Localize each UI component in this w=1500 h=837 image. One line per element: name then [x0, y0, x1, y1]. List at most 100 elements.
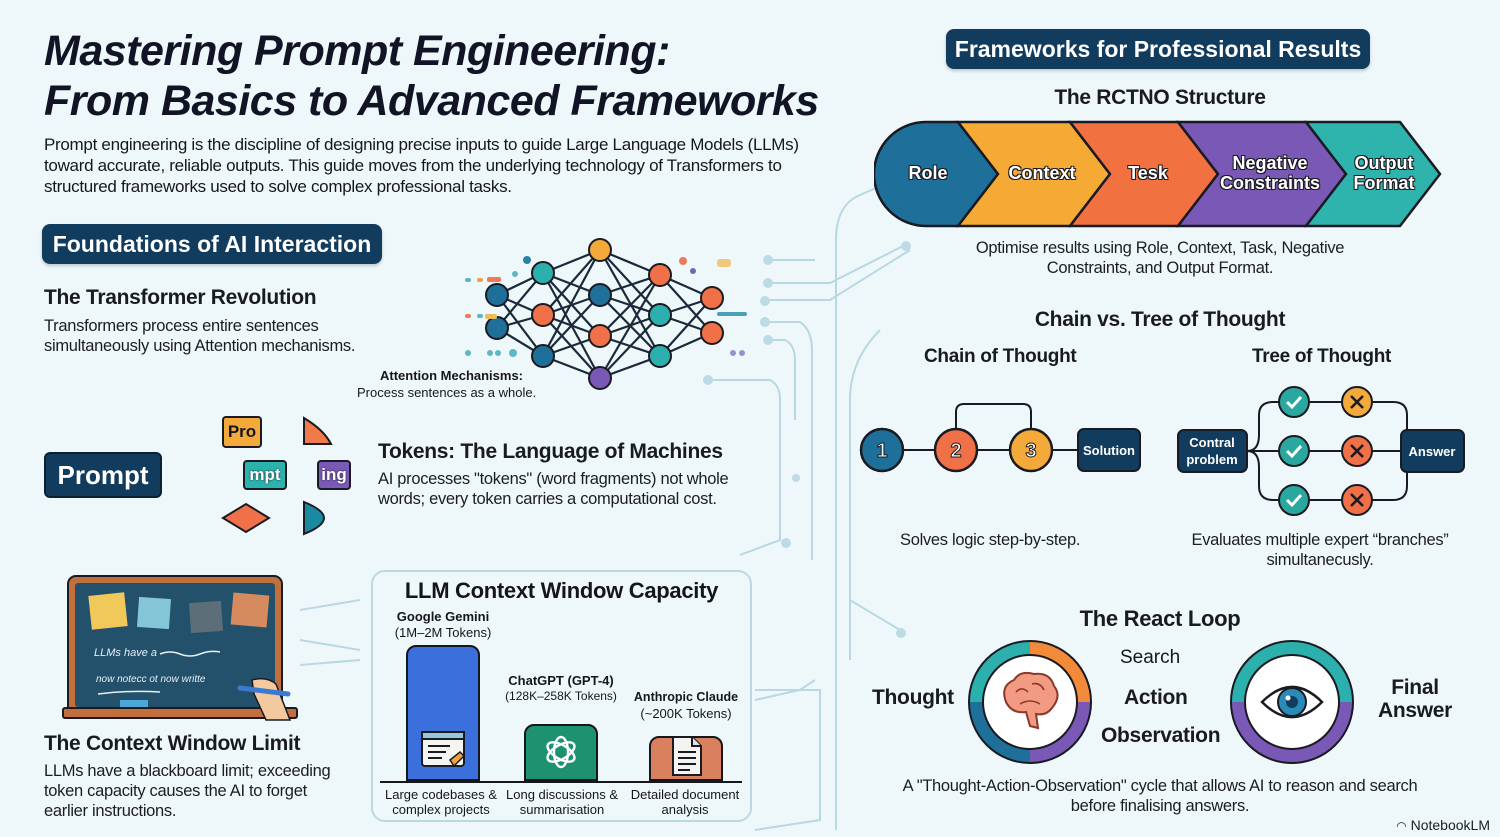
foundations-badge: Foundations of AI Interaction — [42, 224, 382, 264]
network-edge — [659, 274, 713, 334]
notebooklm-brand: ◠ NotebookLM — [1396, 817, 1490, 833]
model-tokens-gemini: (1M–2M Tokens) — [394, 625, 492, 640]
chain-node-2 — [933, 427, 979, 473]
network-node — [588, 366, 612, 390]
token-fragment-pro: Pro — [222, 416, 262, 448]
model-name-gemini: Google Gemini — [396, 609, 490, 624]
capacity-bar-chatgpt — [524, 724, 598, 781]
board-line-2: now notecc ot now writte — [96, 674, 206, 685]
network-edge — [542, 294, 601, 357]
brand-label: NotebookLM — [1410, 817, 1490, 833]
network-node — [531, 303, 555, 327]
rctno-arrow-diagram — [874, 120, 1442, 228]
document-icon — [672, 736, 702, 776]
page-title: Mastering Prompt Engineering: From Basic… — [44, 26, 819, 126]
transformer-text: Transformers process entire sentences si… — [44, 317, 356, 355]
tokens-heading: Tokens: The Language of Machines — [378, 440, 723, 463]
model-use-claude: Detailed document analysis — [630, 787, 740, 817]
blackboard-illustration: LLMs have a now notecc ot now writte — [62, 575, 298, 721]
tree-caption: Evaluates multiple expert “branches” sim… — [1191, 531, 1449, 569]
tree-heading: Tree of Thought — [1252, 346, 1392, 367]
brain-icon — [1003, 671, 1059, 730]
chain-solution-label: Solution — [1083, 443, 1135, 458]
react-caption: A "Thought-Action-Observation" cycle tha… — [902, 777, 1418, 815]
chain-node-3-label: 3 — [1025, 440, 1036, 462]
network-node — [648, 303, 672, 327]
code-window-icon — [421, 731, 466, 768]
network-edge — [599, 274, 661, 337]
check-icon — [1278, 484, 1310, 516]
network-node — [531, 344, 555, 368]
react-heading: The React Loop — [1079, 606, 1241, 631]
check-icon — [1278, 435, 1310, 467]
model-name-claude: Anthropic Claude — [633, 690, 739, 704]
tokens-text: AI processes "tokens" (word fragments) n… — [378, 470, 729, 508]
transformer-heading: The Transformer Revolution — [44, 286, 317, 309]
model-tokens-chatgpt: (128K–258K Tokens) — [505, 689, 617, 703]
rctno-label-negative-constraints: Negative Constraints — [1219, 153, 1320, 193]
chain-of-thought-diagram: 1 2 3 Solution — [859, 403, 1141, 473]
token-fragment-ing: ing — [317, 460, 351, 490]
tree-start-label-2: problem — [1186, 452, 1237, 467]
network-edge — [599, 274, 661, 379]
network-edge — [542, 249, 601, 357]
network-node — [588, 283, 612, 307]
board-line-1: LLMs have a — [94, 647, 157, 659]
rctno-heading: The RCTNO Structure — [1054, 86, 1266, 109]
neural-network-icon — [465, 238, 747, 390]
chain-caption: Solves logic step-by-step. — [900, 531, 1081, 549]
rctno-step-role — [874, 120, 1000, 228]
network-edge — [599, 314, 661, 379]
network-node — [485, 283, 509, 307]
react-search-label: Search — [1120, 647, 1181, 668]
chain-heading: Chain of Thought — [924, 346, 1077, 367]
network-edge — [496, 294, 544, 357]
rctno-label-task: Tesk — [1128, 163, 1168, 183]
chart-baseline — [380, 781, 742, 783]
rctno-label-role: Role — [908, 163, 948, 183]
chain-node-3 — [1008, 427, 1054, 473]
model-tokens-claude: (~200K Tokens) — [640, 706, 732, 721]
react-thought-label: Thought — [872, 686, 954, 709]
title-line-1: Mastering Prompt Engineering: — [44, 27, 670, 75]
thought-loop-ring — [968, 640, 1092, 764]
network-node — [588, 324, 612, 348]
chain-solution-box — [1077, 428, 1141, 472]
network-edge — [659, 297, 713, 357]
network-edge — [599, 249, 661, 316]
network-node — [700, 321, 724, 345]
frameworks-badge: Frameworks for Professional Results — [946, 29, 1370, 69]
chain-node-1 — [859, 427, 905, 473]
network-node — [485, 316, 509, 340]
context-capacity-title: LLM Context Window Capacity — [404, 578, 719, 603]
prompt-word-box: Prompt — [44, 452, 162, 498]
network-edge — [599, 249, 661, 357]
tree-answer-box — [1400, 429, 1465, 473]
eye-icon — [1260, 685, 1324, 719]
title-line-2: From Basics to Advanced Frameworks — [44, 77, 819, 125]
model-use-gemini: Large codebases & complex projects — [384, 787, 498, 817]
tree-start-label-1: Contral — [1189, 435, 1235, 450]
network-node — [700, 286, 724, 310]
attention-caption-title: Attention Mechanisms: — [380, 368, 524, 383]
tree-answer-label: Answer — [1409, 444, 1456, 459]
context-limit-text: LLMs have a blackboard limit; exceeding … — [44, 762, 331, 820]
observation-loop-ring — [1230, 640, 1354, 764]
react-final-answer-label: Final Answer — [1377, 676, 1453, 722]
tree-start-box — [1177, 429, 1248, 473]
react-action-label: Action — [1124, 686, 1188, 709]
attention-caption: Process sentences as a whole. — [357, 385, 537, 400]
cross-icon — [1341, 484, 1373, 516]
token-fragment-mpt: mpt — [243, 460, 287, 490]
network-node — [648, 263, 672, 287]
context-limit-heading: The Context Window Limit — [44, 732, 301, 755]
cross-icon — [1341, 386, 1373, 418]
network-node — [648, 344, 672, 368]
network-edge — [542, 249, 601, 316]
token-shapes-icon — [221, 416, 333, 536]
rctno-label-context: Context — [1008, 163, 1076, 183]
openai-logo-icon — [546, 735, 576, 769]
model-use-chatgpt: Long discussions & summarisation — [506, 787, 619, 817]
chain-vs-tree-heading: Chain vs. Tree of Thought — [1034, 308, 1286, 331]
